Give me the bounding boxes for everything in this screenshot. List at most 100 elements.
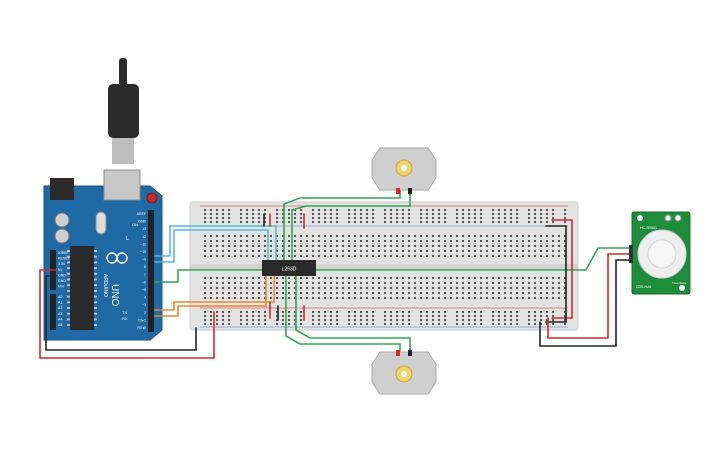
breadboard-hole — [204, 277, 206, 279]
arduino-logo-icon — [106, 252, 128, 264]
breadboard-hole — [438, 217, 440, 219]
breadboard-hole — [300, 250, 302, 252]
breadboard-hole — [222, 213, 224, 215]
breadboard-hole — [366, 287, 368, 289]
breadboard-hole — [252, 297, 254, 299]
pin-label: 8 — [144, 265, 146, 269]
breadboard-hole — [354, 315, 356, 317]
breadboard-hole — [492, 250, 494, 252]
breadboard-hole — [294, 282, 296, 284]
breadboard-hole — [438, 240, 440, 242]
pir-sensor[interactable]: HC-SR501 CDS-HA5 Time Sens — [629, 211, 691, 295]
breadboard-hole — [342, 297, 344, 299]
breadboard-hole — [462, 255, 464, 257]
breadboard-hole — [372, 217, 374, 219]
breadboard-hole — [492, 311, 494, 313]
breadboard-hole — [246, 311, 248, 313]
breadboard-hole — [246, 282, 248, 284]
breadboard-hole — [414, 250, 416, 252]
dc-motor-bottom[interactable] — [371, 350, 437, 395]
breadboard-hole — [516, 282, 518, 284]
breadboard-hole — [396, 282, 398, 284]
breadboard-hole — [324, 209, 326, 211]
breadboard-hole — [492, 315, 494, 317]
breadboard-hole — [318, 240, 320, 242]
breadboard-hole — [366, 323, 368, 325]
breadboard-hole — [474, 277, 476, 279]
breadboard-hole — [204, 323, 206, 325]
breadboard-hole — [420, 277, 422, 279]
breadboard-hole — [210, 221, 212, 223]
breadboard-hole — [258, 245, 260, 247]
breadboard-hole — [558, 287, 560, 289]
breadboard-hole — [378, 297, 380, 299]
breadboard-hole — [384, 282, 386, 284]
breadboard-hole — [552, 217, 554, 219]
breadboard-hole — [372, 240, 374, 242]
breadboard-hole — [450, 240, 452, 242]
breadboard-hole — [456, 235, 458, 237]
breadboard-hole — [312, 221, 314, 223]
capacitor-2 — [54, 228, 70, 244]
breadboard-hole — [312, 315, 314, 317]
breadboard-hole — [432, 297, 434, 299]
on-label: ON — [132, 222, 138, 227]
pin-label: ~3 — [142, 303, 146, 307]
breadboard-hole — [384, 250, 386, 252]
breadboard-hole — [276, 319, 278, 321]
breadboard-hole — [252, 323, 254, 325]
dc-motor-top[interactable] — [371, 147, 437, 194]
breadboard-hole — [210, 217, 212, 219]
breadboard-hole — [552, 235, 554, 237]
breadboard-hole — [354, 255, 356, 257]
breadboard-hole — [354, 277, 356, 279]
breadboard-hole — [252, 213, 254, 215]
breadboard-hole — [462, 250, 464, 252]
breadboard-hole — [420, 297, 422, 299]
breadboard-hole — [558, 255, 560, 257]
breadboard-hole — [510, 292, 512, 294]
breadboard-hole — [336, 255, 338, 257]
breadboard-hole — [564, 235, 566, 237]
breadboard-hole — [486, 250, 488, 252]
breadboard-hole — [420, 315, 422, 317]
breadboard-hole — [528, 311, 530, 313]
breadboard-hole — [204, 250, 206, 252]
arduino-uno-board[interactable]: ARDUINO UNO L TX RX ON AREFGND1312~11~10… — [43, 169, 163, 341]
breadboard-hole — [324, 277, 326, 279]
breadboard-hole — [384, 315, 386, 317]
breadboard-hole — [468, 287, 470, 289]
breadboard-hole — [360, 287, 362, 289]
breadboard-hole — [294, 235, 296, 237]
breadboard-hole — [264, 221, 266, 223]
breadboard-hole — [516, 277, 518, 279]
breadboard-hole — [402, 250, 404, 252]
reset-button[interactable] — [146, 192, 158, 204]
breadboard-hole — [282, 277, 284, 279]
breadboard[interactable] — [189, 201, 579, 331]
breadboard-hole — [414, 277, 416, 279]
capacitor-1 — [54, 212, 70, 228]
breadboard-hole — [486, 287, 488, 289]
breadboard-hole — [300, 213, 302, 215]
breadboard-hole — [510, 245, 512, 247]
breadboard-hole — [216, 319, 218, 321]
breadboard-hole — [222, 315, 224, 317]
breadboard-hole — [540, 277, 542, 279]
l293d-driver-chip[interactable]: L293D — [262, 260, 316, 276]
breadboard-hole — [222, 323, 224, 325]
breadboard-hole — [228, 282, 230, 284]
breadboard-hole — [270, 282, 272, 284]
breadboard-hole — [300, 217, 302, 219]
breadboard-hole — [210, 250, 212, 252]
breadboard-hole — [372, 221, 374, 223]
breadboard-hole — [282, 209, 284, 211]
breadboard-hole — [474, 282, 476, 284]
pin-label: 5V — [58, 268, 63, 272]
breadboard-hole — [294, 292, 296, 294]
breadboard-hole — [504, 235, 506, 237]
breadboard-hole — [270, 250, 272, 252]
breadboard-hole — [396, 209, 398, 211]
breadboard-hole — [222, 245, 224, 247]
breadboard-hole — [342, 277, 344, 279]
